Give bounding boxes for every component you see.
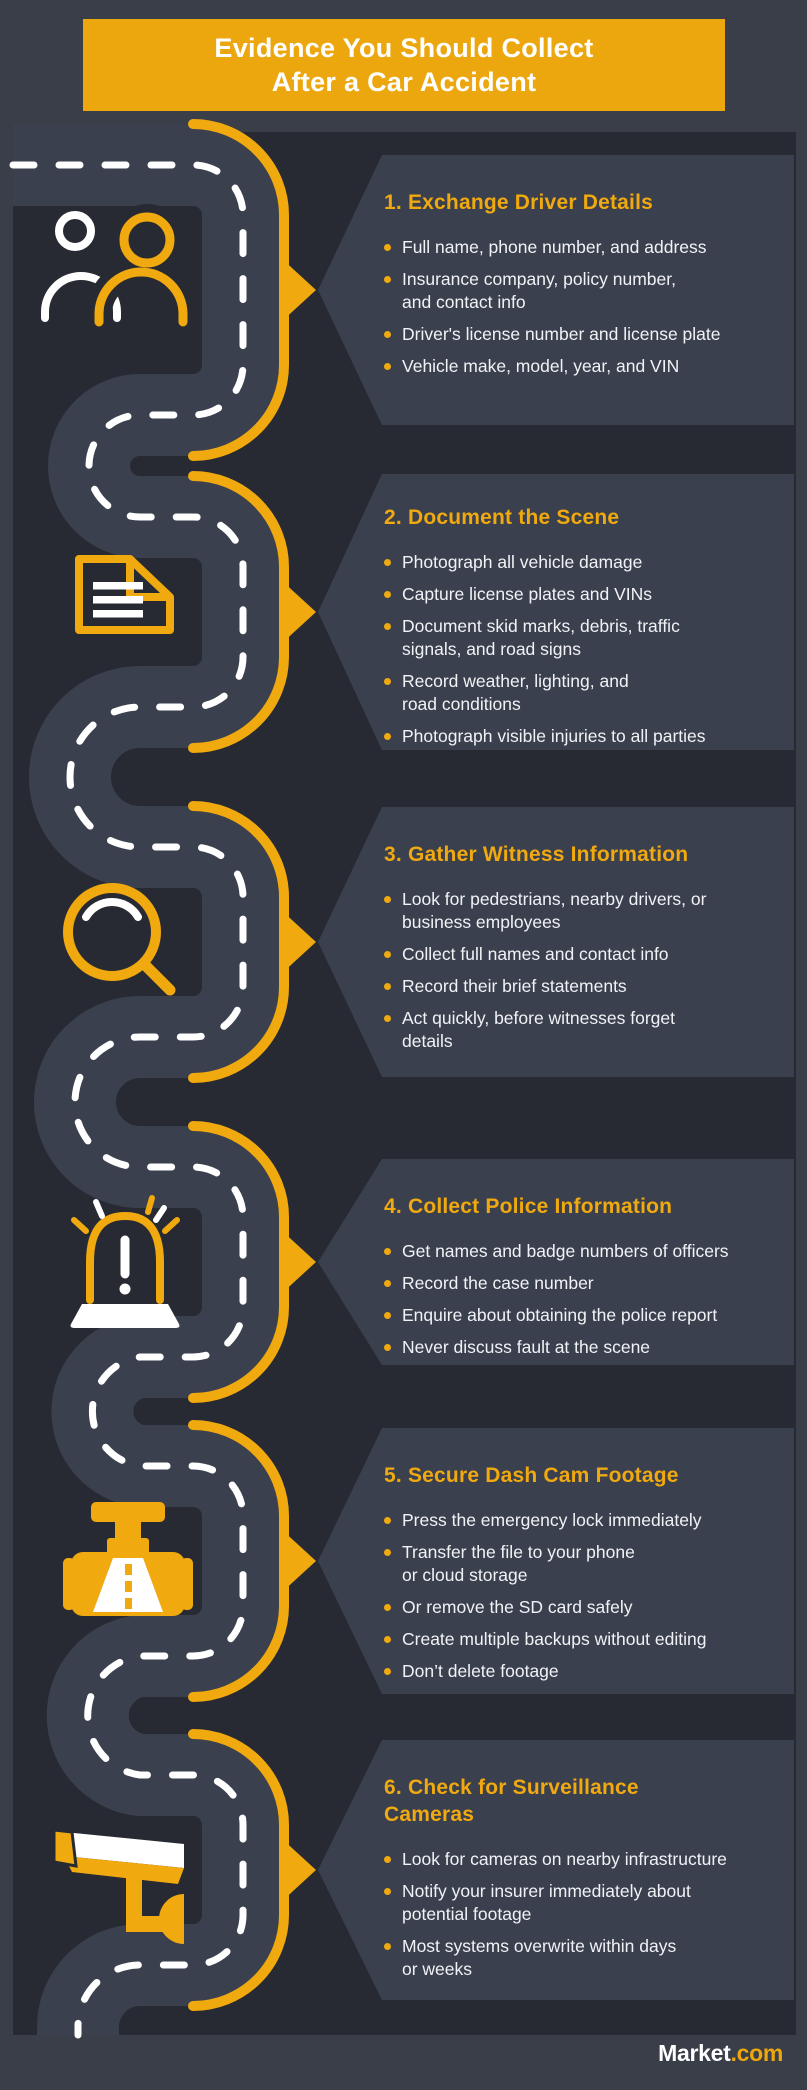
bullet-dot (384, 1280, 391, 1287)
section-title: 6. Check for Surveillance Cameras (384, 1776, 639, 1826)
list-item: Notify your insurer immediately about po… (384, 1880, 772, 1926)
bullet-list: Photograph all vehicle damage Capture li… (384, 551, 772, 748)
bullet-dot (384, 1856, 391, 1863)
bullet-list: Press the emergency lock immediately Tra… (384, 1509, 772, 1683)
list-item: Most systems overwrite within days or we… (384, 1935, 772, 1981)
cctv-icon (52, 1828, 184, 1944)
list-item: Look for cameras on nearby infrastructur… (384, 1848, 772, 1871)
section-title: 1. Exchange Driver Details (384, 191, 653, 214)
section-card-1: 1. Exchange Driver Details Full name, ph… (318, 155, 794, 425)
list-item: Record their brief statements (384, 975, 772, 998)
list-item: Press the emergency lock immediately (384, 1509, 772, 1532)
road-center-line (9, 161, 247, 2039)
document-icon (75, 555, 174, 634)
road-surface (13, 124, 284, 2035)
bullet-dot (384, 1015, 391, 1022)
brand-logo: Market.com (658, 2040, 783, 2067)
section-arrow (280, 257, 316, 323)
bullet-dot (384, 1636, 391, 1643)
bullet-dot (384, 896, 391, 903)
bullet-dot (384, 244, 391, 251)
bullet-dot (384, 1604, 391, 1611)
brand-suffix: .com (730, 2040, 784, 2066)
section-card-3: 3. Gather Witness Information Look for p… (318, 807, 794, 1077)
list-item: Never discuss fault at the scene (384, 1336, 772, 1359)
bullet-dot (384, 1312, 391, 1319)
list-item: Don’t delete footage (384, 1660, 772, 1683)
bullet-dot (384, 1943, 391, 1950)
list-item: Photograph visible injuries to all parti… (384, 725, 772, 748)
list-item: Record the case number (384, 1272, 772, 1295)
section-arrows (280, 257, 316, 1903)
list-item: Record weather, lighting, and road condi… (384, 670, 772, 716)
bullet-dot (384, 951, 391, 958)
list-item: Create multiple backups without editing (384, 1628, 772, 1651)
header-banner: Evidence You Should Collect After a Car … (83, 19, 725, 111)
list-item: Capture license plates and VINs (384, 583, 772, 606)
people-icon (41, 204, 196, 327)
list-item: Vehicle make, model, year, and VIN (384, 355, 772, 378)
list-item: Collect full names and contact info (384, 943, 772, 966)
dashcam-icon (63, 1502, 193, 1616)
list-item: Transfer the file to your phone or cloud… (384, 1541, 772, 1587)
list-item: Enquire about obtaining the police repor… (384, 1304, 772, 1327)
list-item: Or remove the SD card safely (384, 1596, 772, 1619)
section-arrow (280, 579, 316, 645)
brand-name: Market (658, 2040, 731, 2066)
bullet-dot (384, 623, 391, 630)
bullet-dot (384, 1549, 391, 1556)
list-item: Driver's license number and license plat… (384, 323, 772, 346)
bullet-dot (384, 1668, 391, 1675)
section-card-6: 6. Check for Surveillance Cameras Look f… (318, 1740, 794, 2000)
bullet-dot (384, 363, 391, 370)
section-title: 2. Document the Scene (384, 506, 620, 529)
list-item: Document skid marks, debris, traffic sig… (384, 615, 772, 661)
bullet-dot (384, 591, 391, 598)
list-item: Get names and badge numbers of officers (384, 1240, 772, 1263)
section-card-2: 2. Document the Scene Photograph all veh… (318, 474, 794, 750)
section-arrow (280, 1528, 316, 1594)
section-card-4: 4. Collect Police Information Get names … (318, 1159, 794, 1365)
section-arrow (280, 909, 316, 975)
section-arrow (280, 1229, 316, 1295)
bullet-dot (384, 983, 391, 990)
siren-icon (70, 1195, 180, 1328)
bullet-list: Look for pedestrians, nearby drivers, or… (384, 888, 772, 1053)
section-arrow (280, 1837, 316, 1903)
list-item: Insurance company, policy number, and co… (384, 268, 772, 314)
list-item: Look for pedestrians, nearby drivers, or… (384, 888, 772, 934)
bullet-dot (384, 678, 391, 685)
bullet-list: Full name, phone number, and address Ins… (384, 236, 772, 378)
list-item: Photograph all vehicle damage (384, 551, 772, 574)
bullet-dot (384, 559, 391, 566)
bullet-dot (384, 1344, 391, 1351)
section-title: 5. Secure Dash Cam Footage (384, 1464, 679, 1487)
bullet-dot (384, 331, 391, 338)
list-item: Full name, phone number, and address (384, 236, 772, 259)
magnifier-icon (63, 883, 176, 996)
bullet-dot (384, 1888, 391, 1895)
section-title: 3. Gather Witness Information (384, 843, 689, 866)
section-card-5: 5. Secure Dash Cam Footage Press the eme… (318, 1428, 794, 1694)
bullet-dot (384, 1517, 391, 1524)
bullet-dot (384, 276, 391, 283)
bullet-list: Look for cameras on nearby infrastructur… (384, 1848, 772, 1981)
bullet-dot (384, 733, 391, 740)
section-title: 4. Collect Police Information (384, 1195, 673, 1218)
bullet-dot (384, 1248, 391, 1255)
bullet-list: Get names and badge numbers of officers … (384, 1240, 772, 1359)
page-title: Evidence You Should Collect After a Car … (214, 33, 594, 97)
list-item: Act quickly, before witnesses forget det… (384, 1007, 772, 1053)
